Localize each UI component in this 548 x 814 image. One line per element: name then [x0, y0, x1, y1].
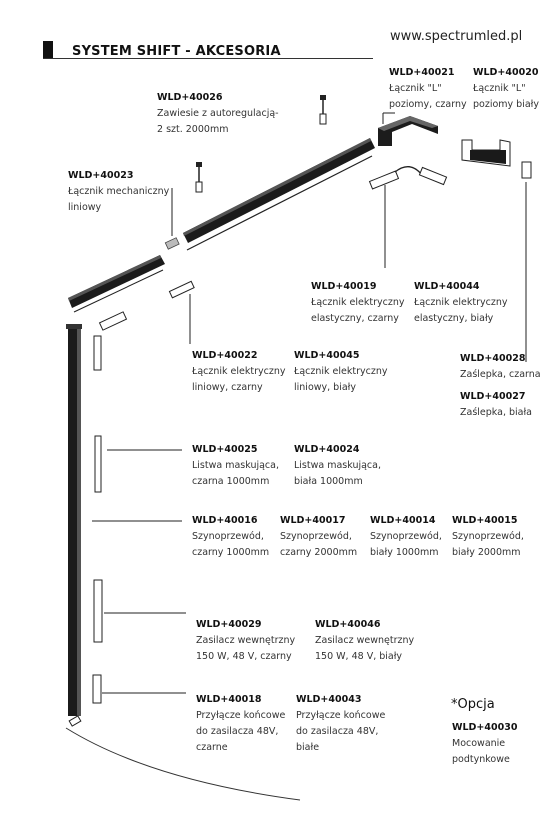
- wall-curve: [65, 727, 301, 801]
- item-code: WLD+40014: [370, 515, 436, 526]
- item-code: WLD+40028: [460, 353, 526, 364]
- item-desc: Zawiesie z autoregulacją- 2 szt. 2000mm: [157, 108, 279, 135]
- item-code: WLD+40045: [294, 350, 360, 361]
- power-supply: [93, 579, 103, 643]
- item-desc: Szynoprzewód, biały 1000mm: [370, 531, 442, 558]
- item-code: WLD+40016: [192, 515, 258, 526]
- item-code: WLD+40015: [452, 515, 518, 526]
- website-url[interactable]: www.spectrumled.pl: [390, 29, 523, 44]
- item-code: WLD+40018: [196, 694, 262, 705]
- item-code: WLD+40025: [192, 444, 258, 455]
- l-connector-black: [378, 116, 438, 146]
- item-code: WLD+40030: [452, 722, 518, 733]
- mechanical-connector: [164, 237, 180, 250]
- linear-connector-on-track: [98, 311, 128, 331]
- suspension-left: [195, 162, 203, 193]
- item-code: WLD+40019: [311, 281, 377, 292]
- item-code: WLD+40029: [196, 619, 262, 630]
- item-desc: Szynoprzewód, czarny 2000mm: [280, 531, 358, 558]
- option-label: *Opcja: [451, 697, 495, 712]
- end-cap: [521, 161, 532, 179]
- linear-connector-vertical: [93, 335, 102, 371]
- item-code: WLD+40027: [460, 391, 526, 402]
- header-underline: [43, 58, 373, 59]
- item-code: WLD+40044: [414, 281, 480, 292]
- item-code: WLD+40026: [157, 92, 223, 103]
- item-desc: Zasilacz wewnętrzny 150 W, 48 V, czarny: [196, 635, 296, 662]
- l-connector-white: [461, 139, 511, 167]
- track-vertical: [66, 324, 82, 716]
- suspension-right: [319, 95, 327, 125]
- item-desc: Łącznik elektryczny elastyczny, biały: [414, 297, 508, 324]
- track-diagonal-right: [183, 138, 375, 251]
- item-code: WLD+40023: [68, 170, 134, 181]
- item-desc: Zaślepka, biała: [460, 407, 533, 418]
- item-desc: Zaślepka, czarna: [460, 369, 541, 380]
- item-desc: Mocowanie podtynkowe: [452, 738, 510, 765]
- header-marker: [43, 41, 53, 58]
- item-desc: Przyłącze końcowe do zasilacza 48V, czar…: [196, 710, 286, 753]
- item-desc: Listwa maskująca, czarna 1000mm: [192, 460, 279, 487]
- power-end-connector: [92, 674, 102, 704]
- item-desc: Łącznik "L" poziomy, czarny: [389, 83, 467, 110]
- item-code: WLD+40043: [296, 694, 362, 705]
- item-code: WLD+40020: [473, 67, 539, 78]
- item-desc: Łącznik mechaniczny liniowy: [68, 186, 170, 213]
- item-desc: Szynoprzewód, biały 2000mm: [452, 531, 524, 558]
- linear-connector-loose: [168, 280, 195, 299]
- flexible-connector: [368, 166, 448, 190]
- item-code: WLD+40046: [315, 619, 381, 630]
- masking-strip: [94, 435, 102, 493]
- item-desc: Łącznik "L" poziomy biały: [473, 83, 539, 110]
- item-code: WLD+40024: [294, 444, 360, 455]
- item-desc: Łącznik elektryczny liniowy, czarny: [192, 366, 286, 393]
- item-code: WLD+40021: [389, 67, 455, 78]
- track-diagonal-left: [68, 255, 165, 313]
- item-desc: Szynoprzewód, czarny 1000mm: [192, 531, 270, 558]
- item-desc: Łącznik elektryczny liniowy, biały: [294, 366, 388, 393]
- item-code: WLD+40022: [192, 350, 258, 361]
- page-title: SYSTEM SHIFT - AKCESORIA: [72, 44, 281, 59]
- flush-mount-tab: [68, 715, 82, 727]
- item-desc: Łącznik elektryczny elastyczny, czarny: [311, 297, 405, 324]
- item-code: WLD+40017: [280, 515, 346, 526]
- item-desc: Zasilacz wewnętrzny 150 W, 48 V, biały: [315, 635, 415, 662]
- item-desc: Listwa maskująca, biała 1000mm: [294, 460, 381, 487]
- item-desc: Przyłącze końcowe do zasilacza 48V, biał…: [296, 710, 386, 753]
